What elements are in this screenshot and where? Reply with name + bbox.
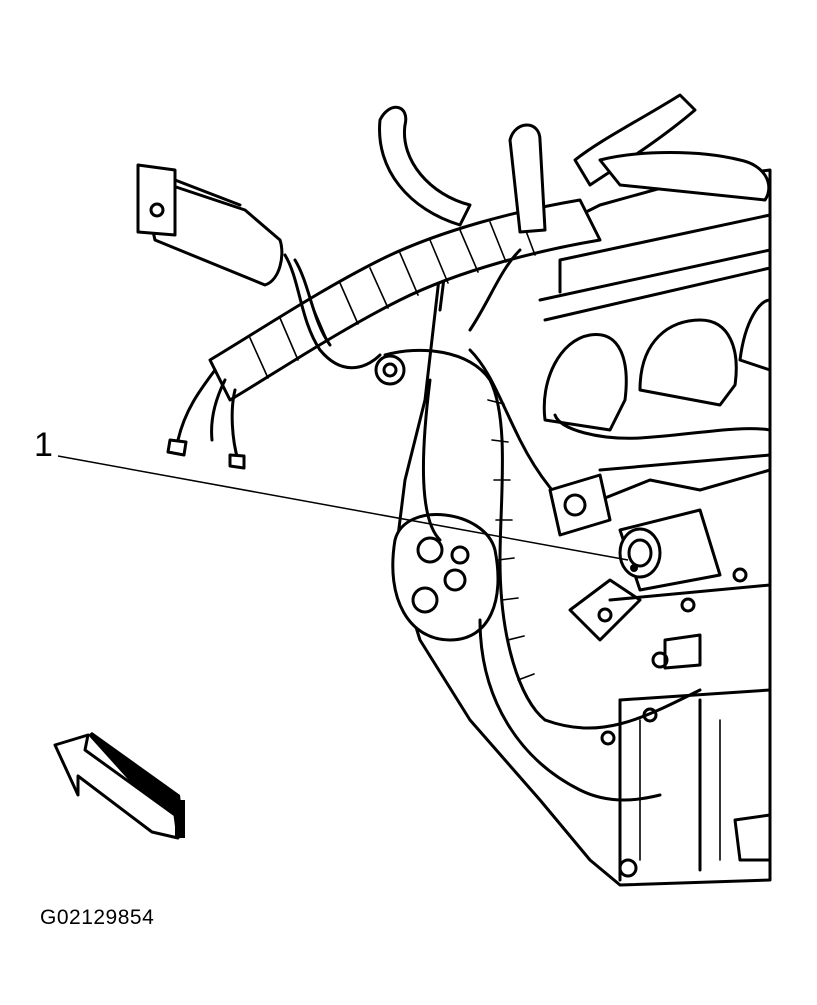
sensor-component — [548, 473, 722, 642]
callout-leader-line — [57, 455, 629, 561]
figure-code: G02129854 — [40, 906, 155, 929]
arrow-left-up-icon — [53, 732, 185, 840]
wiring-harness — [136, 93, 771, 802]
callout-number: 1 — [34, 426, 53, 464]
pulley-area — [391, 268, 500, 642]
